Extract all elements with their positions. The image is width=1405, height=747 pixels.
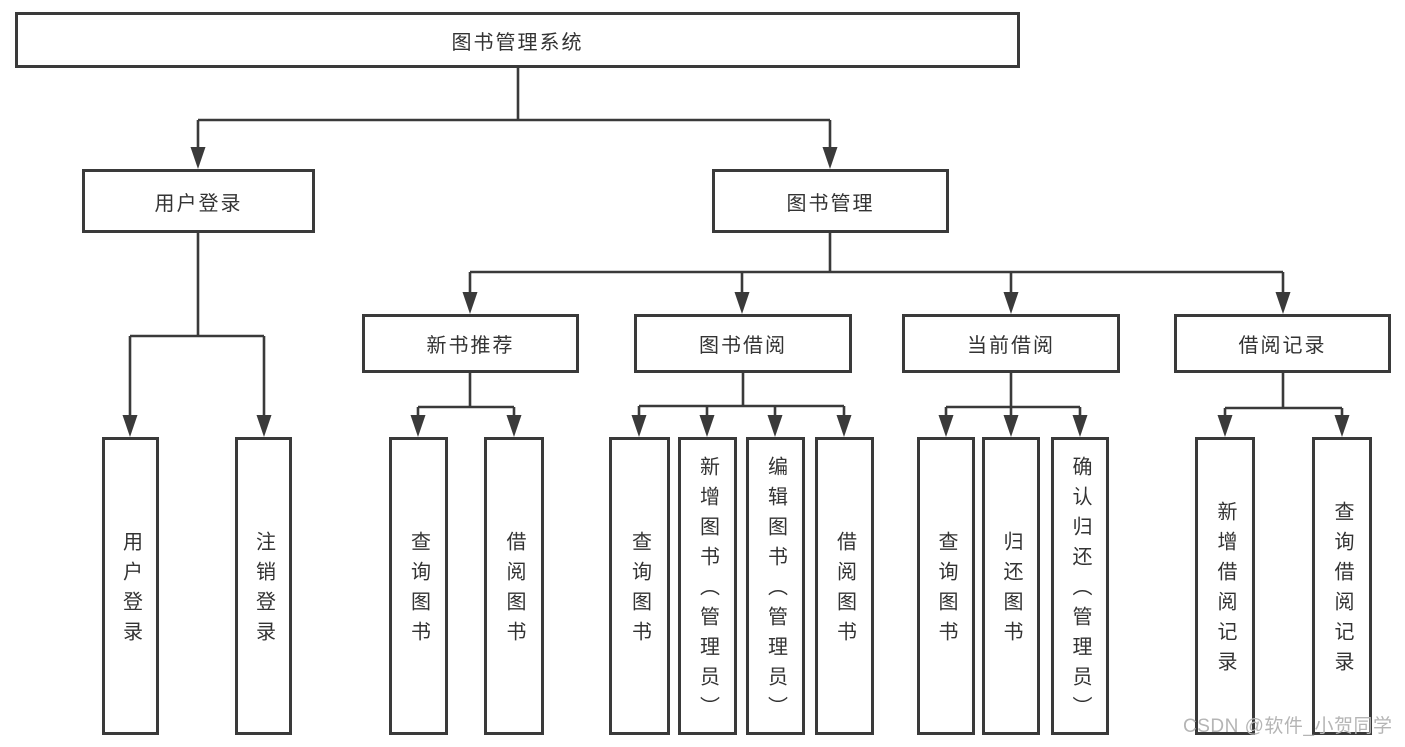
leaf-label: 用户登录 [119, 531, 142, 651]
connector-book-management [462, 233, 1291, 314]
connector-user-login [122, 233, 272, 437]
node-borrow-edit-books-admin: 编辑图书（管理员） [746, 437, 805, 735]
node-newbook-borrow-books: 借阅图书 [484, 437, 544, 735]
connector-new-book [410, 373, 522, 437]
node-borrow-borrow-books: 借阅图书 [815, 437, 874, 735]
leaf-label: 编辑图书（管理员） [764, 456, 787, 726]
connector-borrow-records [1217, 373, 1350, 437]
connector-current-borrow [938, 373, 1088, 437]
leaf-label: 查询图书 [628, 531, 651, 651]
leaf-label: 借阅图书 [833, 531, 856, 651]
node-records-add-record: 新增借阅记录 [1195, 437, 1255, 735]
node-book-borrow: 图书借阅 [634, 314, 852, 373]
node-library-management-system: 图书管理系统 [15, 12, 1020, 68]
leaf-label: 查询借阅记录 [1331, 501, 1353, 681]
node-current-query-books: 查询图书 [917, 437, 975, 735]
node-current-return-books: 归还图书 [982, 437, 1040, 735]
node-borrow-records: 借阅记录 [1174, 314, 1391, 373]
leaf-label: 借阅图书 [503, 531, 525, 651]
node-book-management: 图书管理 [712, 169, 949, 233]
node-current-borrow: 当前借阅 [902, 314, 1120, 373]
leaf-label: 查询图书 [407, 531, 430, 651]
leaf-label: 注销登录 [252, 531, 275, 651]
node-logout: 注销登录 [235, 437, 292, 735]
node-user-login: 用户登录 [82, 169, 315, 233]
leaf-label: 归还图书 [1000, 531, 1022, 651]
node-borrow-query-books: 查询图书 [609, 437, 670, 735]
node-user-login-leaf: 用户登录 [102, 437, 159, 735]
leaf-label: 新增借阅记录 [1214, 501, 1236, 681]
leaf-label: 查询图书 [935, 531, 957, 651]
node-borrow-add-books-admin: 新增图书（管理员） [678, 437, 737, 735]
connector-root [190, 68, 838, 169]
node-records-query-record: 查询借阅记录 [1312, 437, 1372, 735]
node-newbook-query-books: 查询图书 [389, 437, 448, 735]
node-current-confirm-return-admin: 确认归还（管理员） [1051, 437, 1109, 735]
node-new-book-recommend: 新书推荐 [362, 314, 579, 373]
connector-book-borrow [631, 373, 852, 437]
csdn-watermark: CSDN @软件_小贺同学 [1183, 716, 1393, 737]
leaf-label: 新增图书（管理员） [696, 456, 719, 726]
leaf-label: 确认归还（管理员） [1069, 456, 1091, 726]
